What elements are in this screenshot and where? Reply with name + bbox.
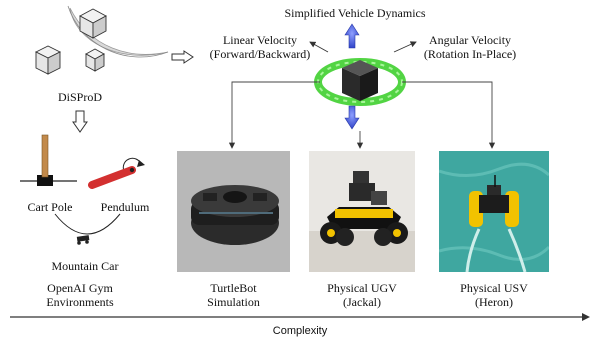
hollow-arrow-right-icon xyxy=(171,50,194,64)
platform-2-line2: (Jackal) xyxy=(343,295,381,309)
hollow-arrow-down-icon xyxy=(72,110,88,133)
turtlebot-simulation-image xyxy=(177,151,290,272)
disprod-illustration xyxy=(34,5,169,75)
cart-pole-icon xyxy=(20,134,77,186)
angular-velocity-sublabel: (Rotation In-Place) xyxy=(423,47,517,61)
vehicle-dynamics-title: Simplified Vehicle Dynamics xyxy=(284,6,426,20)
platform-2-line1: Physical UGV xyxy=(327,281,397,295)
vehicle-dynamics-diagram xyxy=(228,23,496,149)
vehicle-cube-icon xyxy=(342,60,378,101)
platform-1-line1: TurtleBot xyxy=(210,281,257,295)
platform-1-line2: Simulation xyxy=(207,295,260,309)
gym-environments-illustration xyxy=(20,134,145,245)
mountain-car-icon xyxy=(54,213,121,245)
cube-icon xyxy=(85,48,105,72)
platform-3-line1: Physical USV xyxy=(460,281,528,295)
cart-pole-label: Cart Pole xyxy=(27,200,73,214)
cube-icon xyxy=(34,45,62,75)
complexity-axis-label: Complexity xyxy=(272,325,328,337)
platform-3-line2: (Heron) xyxy=(475,295,513,309)
gym-group-label-line1: OpenAI Gym xyxy=(47,281,113,295)
complexity-axis xyxy=(10,313,590,321)
gym-group-label-line2: Environments xyxy=(46,295,114,309)
blue-arrow-up-icon xyxy=(344,23,360,49)
jackal-ugv-image xyxy=(309,151,415,272)
angular-velocity-label: Angular Velocity xyxy=(428,33,512,47)
pendulum-label: Pendulum xyxy=(100,200,150,214)
linear-velocity-sublabel: (Forward/Backward) xyxy=(209,47,311,61)
heron-usv-image xyxy=(439,151,549,272)
disprod-label: DiSProD xyxy=(57,90,102,104)
pendulum-icon xyxy=(88,157,145,189)
linear-velocity-label: Linear Velocity xyxy=(222,33,298,47)
mountain-car-label: Mountain Car xyxy=(51,259,119,273)
cube-icon xyxy=(79,8,107,39)
blue-arrow-down-icon xyxy=(344,105,360,130)
